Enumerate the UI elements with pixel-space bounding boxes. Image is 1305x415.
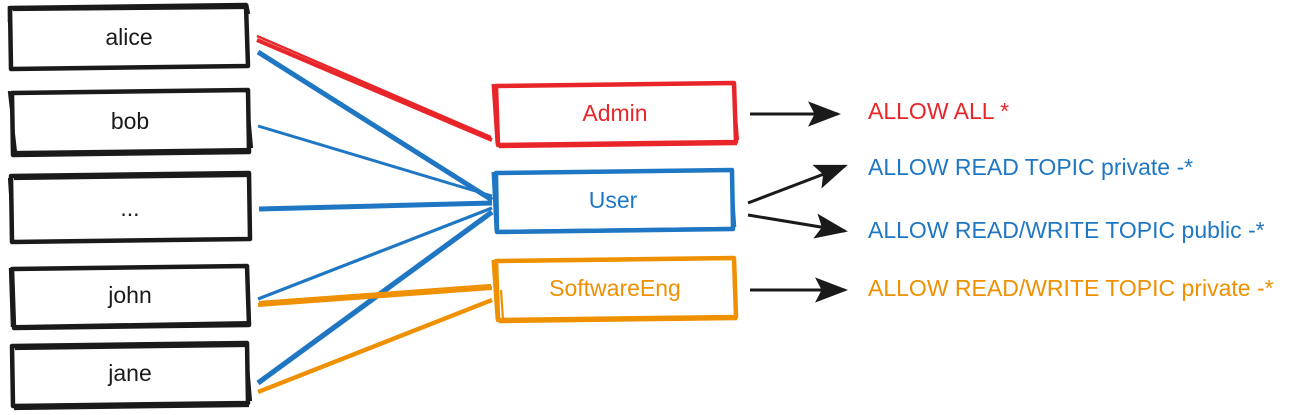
role-box-admin[interactable]: Admin — [491, 80, 740, 149]
user-box-jane[interactable]: jane — [9, 340, 253, 411]
link-john-user — [257, 206, 493, 301]
user-label-ellipsis: ... — [120, 195, 139, 221]
role-label-user: User — [589, 187, 638, 213]
user-box-ellipsis[interactable]: ... — [7, 170, 253, 245]
role-box-softwareeng[interactable]: SoftwareEng — [491, 255, 739, 324]
permission-label-read-topic-private: ALLOW READ TOPIC private -* — [868, 154, 1193, 180]
user-label-jane: jane — [107, 360, 151, 386]
user-label-bob: bob — [111, 108, 149, 134]
link-ellipsis-user — [258, 200, 493, 212]
user-label-john: john — [107, 282, 151, 308]
link-alice-admin — [256, 34, 493, 142]
role-permission-arrows — [747, 101, 848, 303]
role-box-user[interactable]: User — [491, 167, 737, 235]
user-label-alice: alice — [105, 24, 152, 50]
permission-label-readwrite-topic-private: ALLOW READ/WRITE TOPIC private -* — [868, 275, 1274, 301]
permission-label-readwrite-topic-public: ALLOW READ/WRITE TOPIC public -* — [868, 217, 1265, 243]
link-alice-user — [256, 49, 494, 203]
arrow-user-to-readwrite-public — [747, 213, 848, 239]
link-jane-softwareeng — [257, 297, 493, 395]
user-box-alice[interactable]: alice — [7, 2, 251, 72]
user-box-bob[interactable]: bob — [7, 87, 254, 158]
link-john-softwareeng — [257, 283, 493, 307]
link-bob-user — [257, 124, 493, 198]
user-role-links — [256, 34, 494, 395]
role-label-admin: Admin — [582, 100, 647, 126]
role-label-softwareeng: SoftwareEng — [549, 275, 681, 301]
arrow-user-to-read-private — [747, 164, 848, 205]
permission-label-allow-all: ALLOW ALL * — [868, 98, 1009, 124]
user-box-john[interactable]: john — [8, 263, 252, 331]
